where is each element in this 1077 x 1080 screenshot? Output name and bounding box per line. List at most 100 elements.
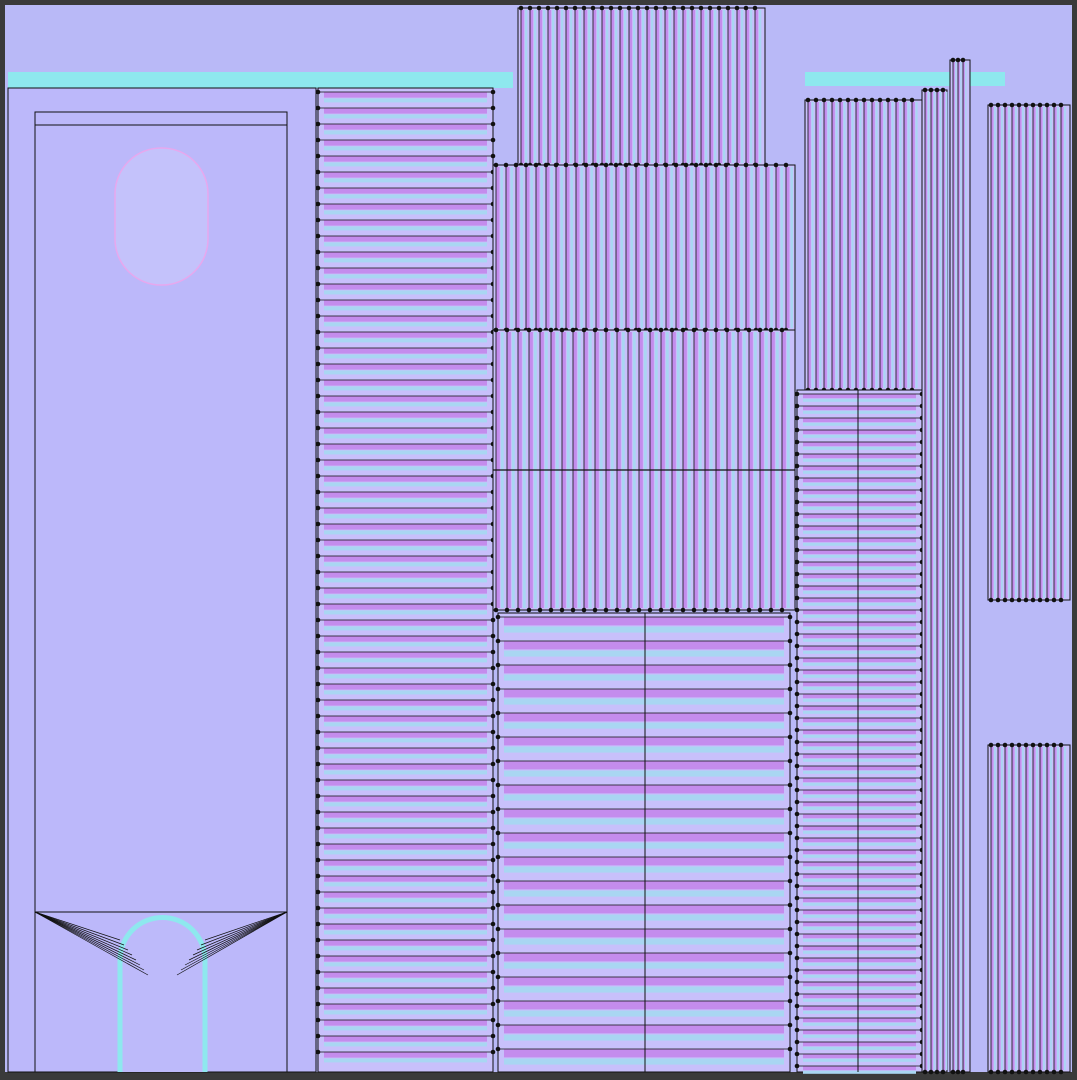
uv-vertex — [495, 926, 501, 932]
stripe — [324, 146, 487, 151]
uv-vertex — [794, 487, 800, 493]
stripe — [504, 818, 784, 825]
stripe — [670, 167, 673, 328]
uv-vertex — [490, 873, 496, 879]
stripe — [324, 668, 487, 674]
stripe — [590, 167, 593, 328]
uv-vertex — [724, 607, 730, 613]
stripe — [324, 130, 487, 135]
stripe — [324, 962, 487, 967]
stripe — [803, 986, 916, 990]
uv-vertex — [1016, 597, 1022, 603]
stripe — [504, 986, 784, 993]
stripe — [626, 167, 630, 328]
uv-vertex — [829, 97, 835, 103]
stripe — [840, 102, 843, 388]
stripe — [867, 102, 870, 388]
uv-vertex — [626, 5, 632, 11]
uv-vertex — [988, 742, 994, 748]
stripe — [324, 524, 487, 530]
uv-vertex — [805, 97, 811, 103]
uv-vertex — [490, 889, 496, 895]
stripe — [324, 124, 487, 130]
uv-vertex — [315, 249, 321, 255]
stripe — [790, 167, 793, 328]
uv-vertex — [783, 162, 789, 168]
uv-vertex — [794, 1051, 800, 1057]
stripe — [1064, 107, 1066, 598]
uv-vertex — [1051, 742, 1057, 748]
uv-vertex — [490, 153, 496, 159]
stripe — [324, 946, 487, 951]
stripe — [896, 102, 899, 388]
uv-vertex — [490, 89, 496, 95]
uv-vertex — [504, 607, 510, 613]
stripe — [324, 290, 487, 295]
stripe — [692, 10, 696, 163]
stripe — [642, 10, 645, 163]
stripe — [630, 167, 633, 328]
stripe — [803, 466, 916, 471]
stripe — [939, 92, 942, 1070]
stripe — [324, 226, 487, 231]
stripe — [324, 380, 487, 386]
stripe — [803, 830, 916, 834]
stripe — [683, 10, 687, 163]
uv-vertex — [315, 681, 321, 687]
uv-vertex — [669, 327, 675, 333]
uv-vertex — [1002, 742, 1008, 748]
uv-vertex — [787, 662, 793, 668]
stripe — [931, 92, 934, 1070]
uv-vertex — [773, 162, 779, 168]
stripe — [759, 10, 762, 163]
stripe — [1015, 107, 1017, 598]
uv-vertex — [950, 1069, 956, 1075]
stripe — [803, 794, 916, 798]
stripe — [965, 62, 967, 1070]
stripe — [991, 747, 994, 1070]
stripe — [998, 747, 1001, 1070]
stripe — [803, 742, 916, 747]
stripe — [324, 178, 487, 183]
stripe — [504, 746, 784, 753]
uv-vertex — [613, 162, 619, 168]
stripe — [803, 982, 916, 987]
uv-vertex — [490, 137, 496, 143]
uv-vertex — [315, 217, 321, 223]
stripe — [803, 646, 916, 651]
stripe — [504, 938, 784, 945]
uv-vertex — [960, 1069, 966, 1075]
stripe — [324, 476, 487, 482]
stripe — [324, 92, 487, 98]
uv-vertex — [315, 1033, 321, 1039]
stripe — [687, 10, 690, 163]
uv-vertex — [315, 809, 321, 815]
stripe — [803, 926, 916, 930]
stripe — [803, 962, 916, 966]
uv-vertex — [315, 729, 321, 735]
uv-vertex — [794, 415, 800, 421]
uv-edge — [34, 911, 137, 961]
uv-vertex — [315, 393, 321, 399]
stripe — [819, 102, 822, 388]
stripe — [1015, 747, 1017, 1070]
stripe — [324, 322, 487, 327]
stripe — [526, 167, 530, 328]
uv-vertex — [315, 457, 321, 463]
uv-vertex — [680, 327, 686, 333]
uv-vertex — [794, 403, 800, 409]
uv-vertex — [590, 5, 596, 11]
stripe — [832, 102, 835, 388]
uv-vertex — [960, 57, 966, 63]
stripe — [324, 690, 487, 695]
stripe — [710, 10, 714, 163]
uv-vertex — [713, 327, 719, 333]
uv-vertex — [787, 734, 793, 740]
stripe — [324, 156, 487, 162]
stripe — [324, 242, 487, 247]
stripe — [580, 167, 583, 328]
uv-vertex — [490, 953, 496, 959]
uv-vertex — [490, 793, 496, 799]
uv-vertex — [490, 121, 496, 127]
